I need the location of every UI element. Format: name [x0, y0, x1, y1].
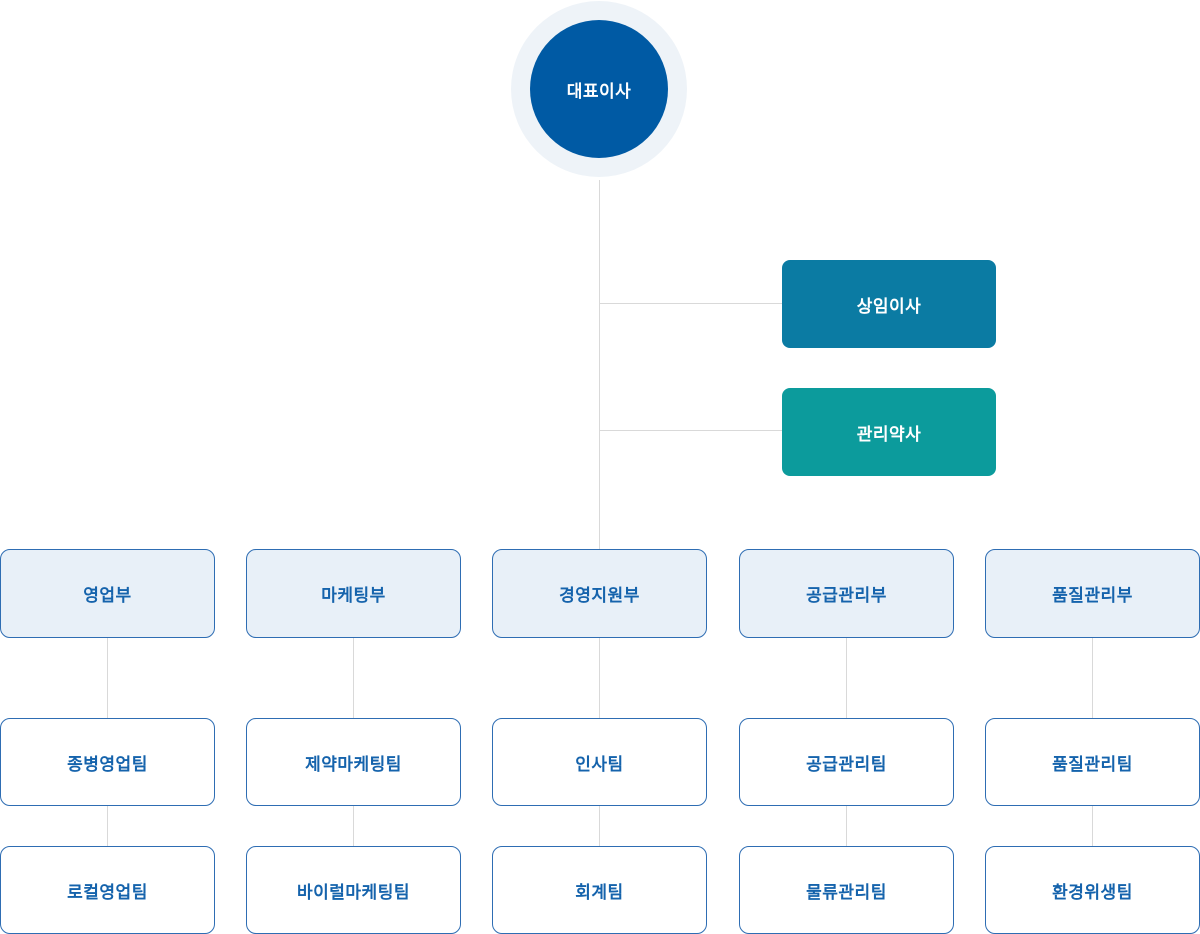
dept-team-connector — [599, 638, 600, 718]
team-label: 바이럴마케팅팀 — [297, 882, 410, 902]
team-label: 공급관리팀 — [806, 754, 887, 774]
team-label: 로컬영업팀 — [67, 882, 148, 902]
executive-label: 상임이사 — [856, 296, 922, 316]
team-team-connector — [107, 806, 108, 846]
team-label: 제약마케팅팀 — [305, 754, 402, 774]
main-vertical-connector — [599, 180, 600, 549]
executive-node-managing-pharmacist: 관리약사 — [782, 388, 996, 476]
department-box: 품질관리부 — [985, 549, 1200, 638]
team-box: 인사팀 — [492, 718, 707, 806]
dept-team-connector — [1092, 638, 1093, 718]
team-box: 물류관리팀 — [739, 846, 954, 934]
team-team-connector — [846, 806, 847, 846]
team-box: 공급관리팀 — [739, 718, 954, 806]
department-column: 공급관리부 공급관리팀 물류관리팀 — [739, 549, 954, 934]
executive-2-connector — [600, 430, 782, 431]
dept-team-connector — [846, 638, 847, 718]
team-label: 회계팀 — [575, 882, 624, 902]
team-box: 바이럴마케팅팀 — [246, 846, 461, 934]
team-label: 종병영업팀 — [67, 754, 148, 774]
executive-label: 관리약사 — [856, 424, 922, 444]
team-team-connector — [599, 806, 600, 846]
department-label: 마케팅부 — [321, 586, 386, 605]
department-column: 마케팅부 제약마케팅팀 바이럴마케팅팀 — [246, 549, 461, 934]
executive-1-connector — [600, 303, 782, 304]
department-label: 영업부 — [83, 586, 132, 605]
department-label: 공급관리부 — [806, 586, 887, 605]
dept-team-connector — [353, 638, 354, 718]
team-box: 환경위생팀 — [985, 846, 1200, 934]
team-team-connector — [1092, 806, 1093, 846]
department-box: 영업부 — [0, 549, 215, 638]
ceo-label: 대표이사 — [566, 81, 632, 101]
team-label: 인사팀 — [575, 754, 624, 774]
team-team-connector — [353, 806, 354, 846]
dept-team-connector — [107, 638, 108, 718]
team-box: 회계팀 — [492, 846, 707, 934]
team-label: 환경위생팀 — [1052, 882, 1133, 902]
department-label: 경영지원부 — [559, 586, 640, 605]
team-box: 로컬영업팀 — [0, 846, 215, 934]
department-box: 경영지원부 — [492, 549, 707, 638]
department-column: 경영지원부 인사팀 회계팀 — [492, 549, 707, 934]
team-label: 물류관리팀 — [806, 882, 887, 902]
department-box: 공급관리부 — [739, 549, 954, 638]
department-column: 영업부 종병영업팀 로컬영업팀 — [0, 549, 215, 934]
team-label: 품질관리팀 — [1052, 754, 1133, 774]
department-box: 마케팅부 — [246, 549, 461, 638]
department-column: 품질관리부 품질관리팀 환경위생팀 — [985, 549, 1200, 934]
team-box: 제약마케팅팀 — [246, 718, 461, 806]
ceo-node: 대표이사 — [530, 20, 668, 158]
executive-node-standing-director: 상임이사 — [782, 260, 996, 348]
department-label: 품질관리부 — [1052, 586, 1133, 605]
team-box: 종병영업팀 — [0, 718, 215, 806]
team-box: 품질관리팀 — [985, 718, 1200, 806]
